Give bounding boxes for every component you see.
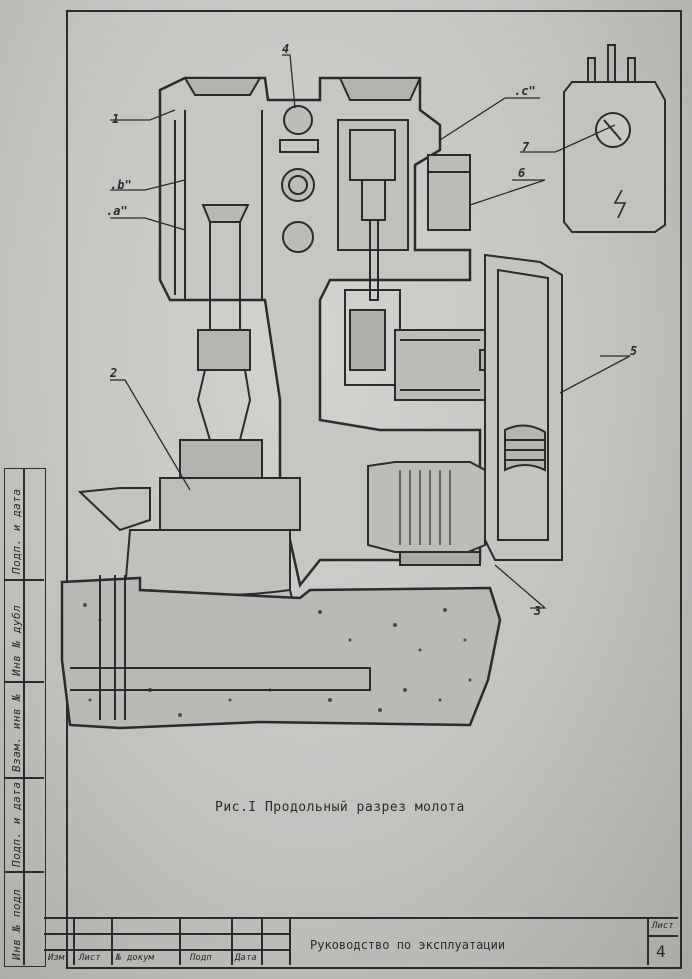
callout-a: .a"	[106, 204, 128, 218]
tb-col-list: Лист	[79, 953, 101, 963]
callout-b: .b"	[110, 178, 132, 192]
sheet-number: 4	[656, 942, 666, 961]
stamp-inv-podl: Инв № подл	[10, 888, 23, 960]
tb-col-izm: Изм	[48, 953, 65, 963]
drawing-frame	[66, 10, 682, 969]
stamp-vzam-inv: Взам. инв №	[10, 693, 23, 772]
callout-7: 7	[522, 140, 530, 154]
tb-col-doc: № докум	[116, 953, 154, 963]
callout-4: 4	[282, 42, 290, 56]
tb-col-podp: Подп	[190, 953, 212, 963]
callout-5: 5	[630, 344, 638, 358]
tb-col-data: Дата	[235, 953, 257, 963]
callout-2: 2	[110, 366, 118, 380]
figure-caption: Рис.I Продольный разрез молота	[215, 800, 465, 815]
callout-3: 3	[534, 604, 542, 618]
stamp-inv-dubl: Инв № дубл	[10, 604, 23, 676]
callout-c: .c"	[514, 84, 536, 98]
callout-6: 6	[518, 166, 526, 180]
sheet-label: Лист	[652, 921, 674, 931]
callout-1: 1	[112, 112, 120, 126]
document-title: Руководство по эксплуатации	[310, 938, 506, 952]
stamp-podp-data-1: Подп. и дата	[10, 781, 23, 867]
stamp-podp-data-2: Подп. и дата	[10, 488, 23, 574]
